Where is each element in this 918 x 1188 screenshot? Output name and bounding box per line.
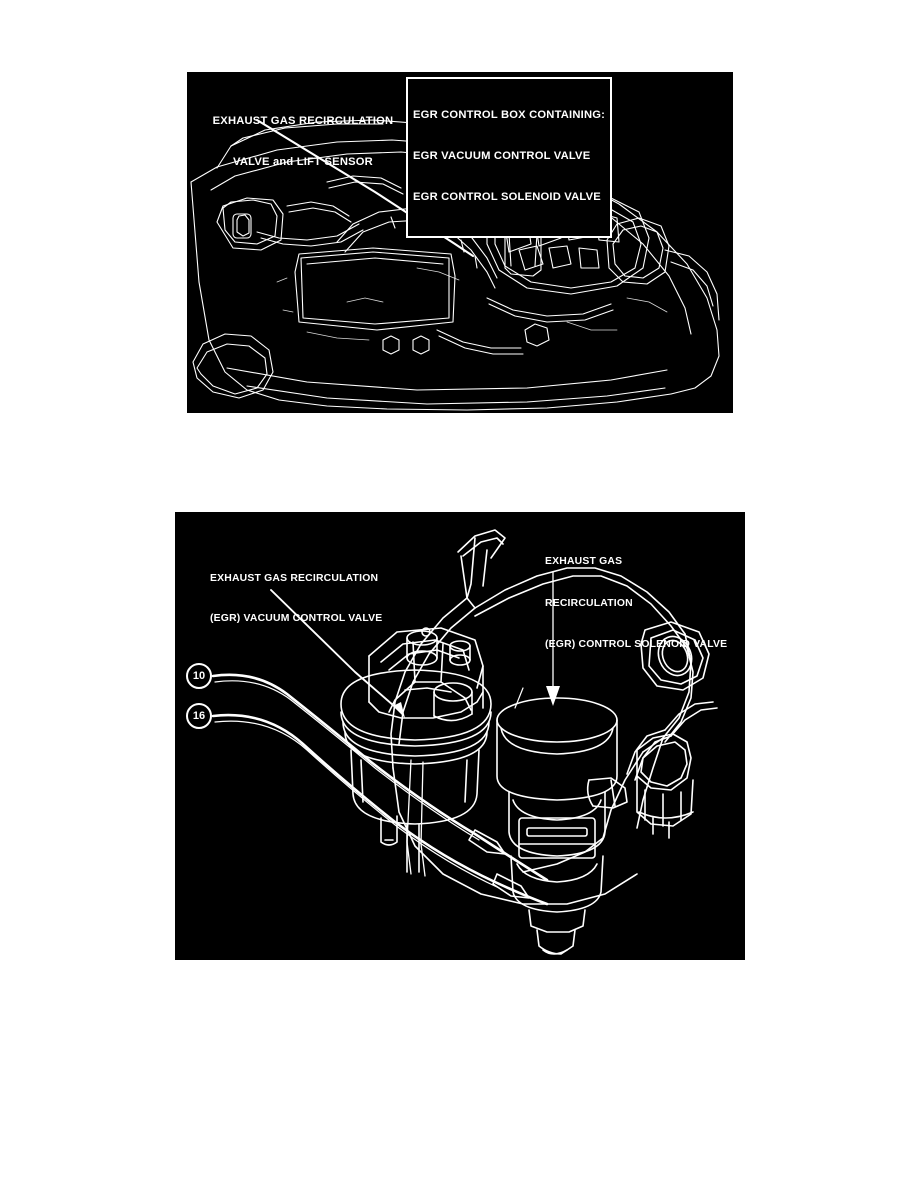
figure-egr-valves-detail: EXHAUST GAS RECIRCULATION (EGR) VACUUM C… — [175, 512, 745, 960]
egr-valves-line-art — [211, 529, 718, 955]
reference-number-16-label: 16 — [192, 710, 206, 722]
reference-number-10-label: 10 — [192, 670, 206, 682]
reference-number-16: 16 — [186, 703, 212, 729]
engine-bay-line-art — [190, 117, 720, 411]
reference-number-10: 10 — [186, 663, 212, 689]
figure-engine-bay: EXHAUST GAS RECIRCULATION VALVE and LIFT… — [187, 72, 733, 413]
